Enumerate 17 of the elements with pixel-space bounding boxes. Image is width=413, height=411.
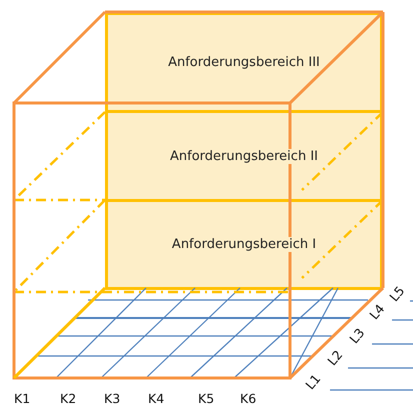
axis-label: K1 [14,393,30,406]
level-band [105,12,383,113]
axis-label: K5 [198,393,214,406]
axis-label: L4 [368,302,388,322]
level-band [105,110,383,202]
axis-label: K3 [104,393,120,406]
level-band [105,199,383,290]
band-label: Anforderungsbereich I [170,237,318,252]
axis-label: K4 [148,393,164,406]
axis-label: L1 [304,372,324,392]
axis-label: L2 [326,348,346,368]
axis-label: L5 [388,284,408,304]
axis-label: K2 [60,393,76,406]
band-label: Anforderungsbereich III [167,55,321,70]
axis-label: K6 [240,393,256,406]
axis-label: L3 [348,326,368,346]
band-label: Anforderungsbereich II [169,148,319,164]
